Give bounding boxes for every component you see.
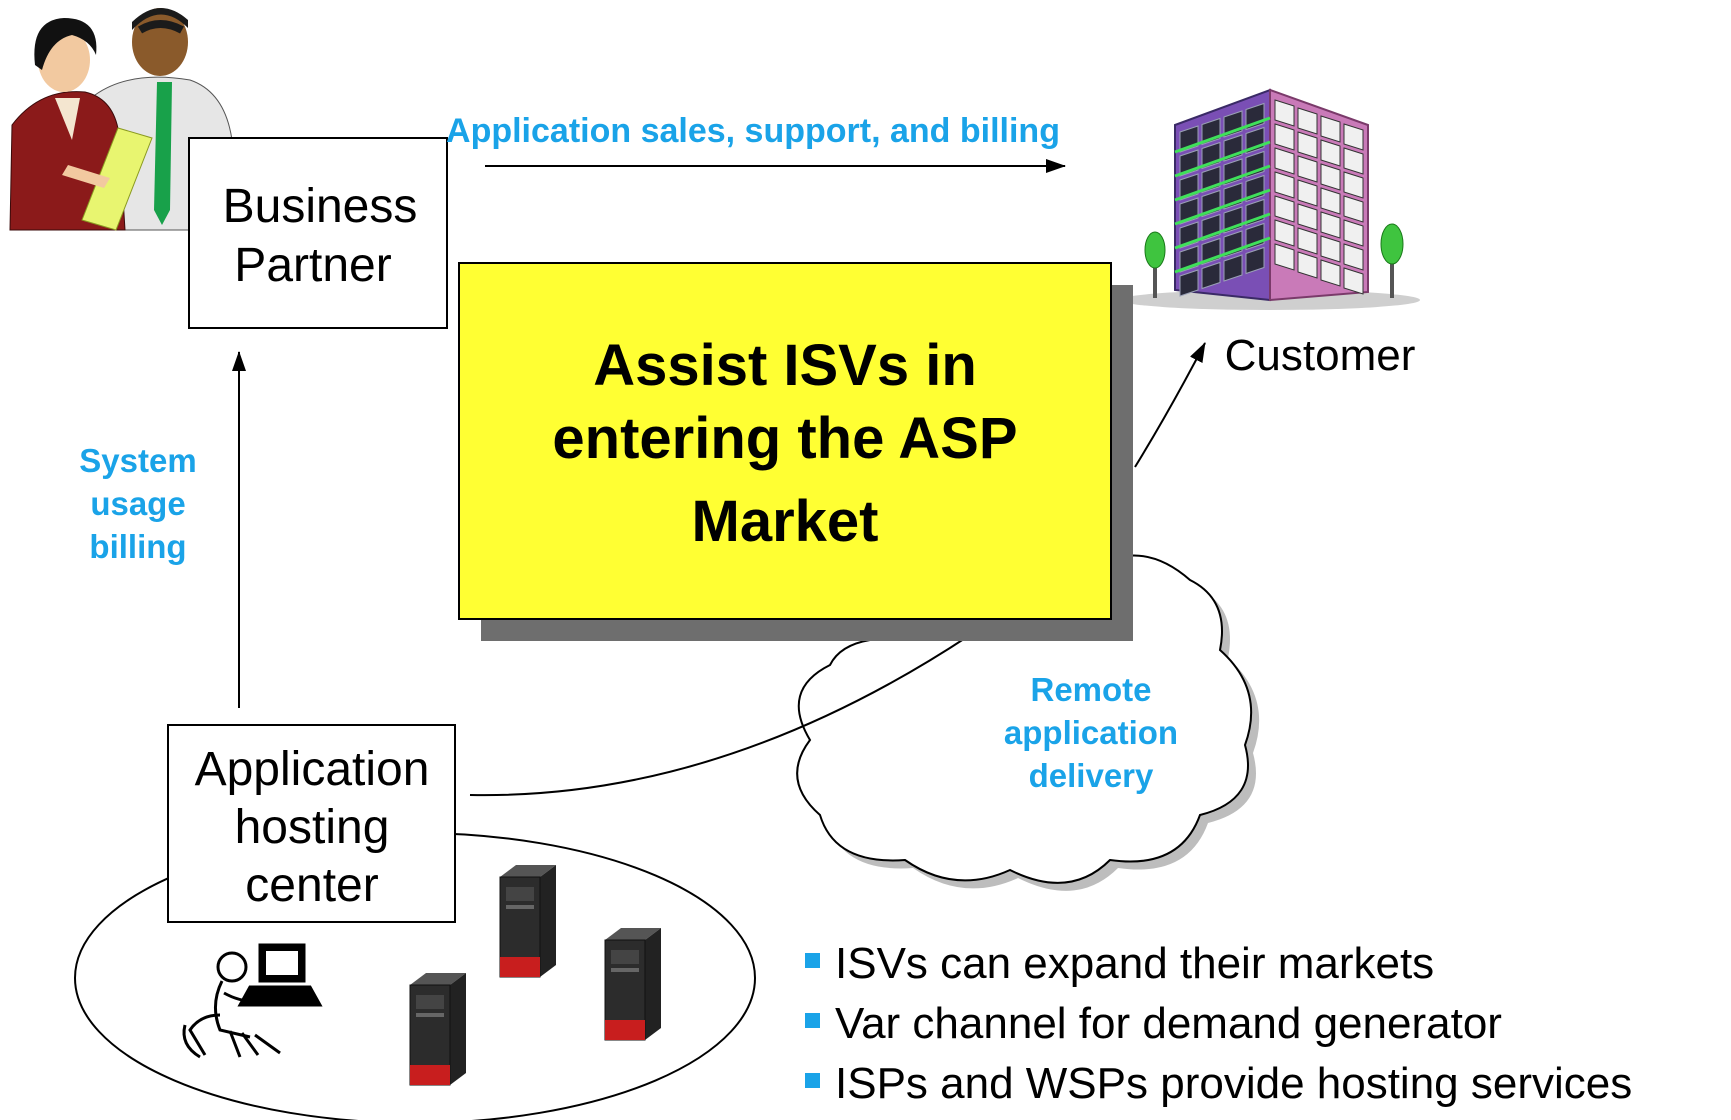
business-partner-line1: Business [223, 180, 418, 233]
building-window [1343, 219, 1364, 247]
building-window [1320, 211, 1341, 239]
main-message-box: Assist ISVs in entering the ASP Market [458, 262, 1133, 641]
customer-label: Customer [1225, 331, 1416, 380]
building-window [1179, 269, 1199, 297]
user-at-computer-icon [182, 943, 323, 1059]
building-floor-band [1174, 140, 1271, 178]
sales-label: Application sales, support, and billing [446, 112, 1060, 150]
building-window [1297, 155, 1318, 183]
main-title-line3: Market [692, 489, 879, 554]
building-window [1297, 251, 1318, 279]
hosting-center-box: Application hosting center [167, 724, 456, 923]
tree-icon [1380, 223, 1404, 298]
building-window [1343, 123, 1364, 151]
building-window [1245, 246, 1265, 275]
hosting-center-line1: Application [195, 743, 430, 796]
customer-arrow [1134, 342, 1206, 468]
office-building-icon [1120, 88, 1420, 310]
bullet-marker [805, 1013, 820, 1028]
usage-billing-line1: System [79, 442, 196, 479]
building-window [1274, 123, 1295, 151]
bullet-item-2: Var channel for demand generator [835, 999, 1502, 1048]
server-icon [604, 928, 661, 1041]
building-window [1320, 163, 1341, 191]
hosting-center-line3: center [245, 859, 378, 912]
building-window [1343, 195, 1364, 223]
building-window [1297, 227, 1318, 255]
building-window [1320, 115, 1341, 143]
building-window [1297, 131, 1318, 159]
business-partner-box: Business Partner [188, 137, 448, 329]
building-window [1223, 254, 1243, 282]
building-floor-band [1174, 164, 1271, 202]
building-window [1343, 147, 1364, 175]
bullet-item-1: ISVs can expand their markets [835, 939, 1434, 988]
business-partner-line2: Partner [234, 239, 391, 292]
building-window [1274, 99, 1295, 127]
building-window [1297, 203, 1318, 231]
cloud-label-line3: delivery [1029, 757, 1154, 794]
cloud-label-line1: Remote [1030, 671, 1151, 708]
building-window [1297, 107, 1318, 135]
server-icon [409, 973, 466, 1086]
usage-billing-line3: billing [89, 528, 186, 565]
bullet-marker [805, 1073, 820, 1088]
building-window [1274, 219, 1295, 247]
building-window [1343, 267, 1364, 295]
main-title-line1: Assist ISVs in [593, 333, 977, 398]
building-window [1201, 261, 1221, 290]
building-floor-band [1174, 188, 1271, 226]
building-floor-band [1174, 116, 1271, 154]
building-window [1320, 259, 1341, 287]
usage-billing-line2: usage [90, 485, 185, 522]
tree-icon [1144, 231, 1166, 298]
building-window [1274, 243, 1295, 271]
cloud-label-line2: application [1004, 714, 1178, 751]
building-window [1343, 243, 1364, 271]
building-window [1320, 235, 1341, 263]
building-window [1343, 171, 1364, 199]
bullet-item-3: ISPs and WSPs provide hosting services [835, 1059, 1632, 1108]
hosting-center-line2: hosting [235, 801, 390, 854]
server-icon [499, 865, 556, 978]
building-window [1320, 187, 1341, 215]
building-window [1274, 171, 1295, 199]
building-window [1297, 179, 1318, 207]
building-floor-band [1174, 212, 1271, 250]
building-window [1274, 195, 1295, 223]
business-people-icon [9, 7, 236, 231]
remote-delivery-connector [469, 634, 971, 797]
building-window [1274, 147, 1295, 175]
building-floor-band [1174, 236, 1271, 274]
main-title-line2: entering the ASP [552, 406, 1017, 471]
bullet-marker [805, 953, 820, 968]
building-window [1320, 139, 1341, 167]
bullet-list: ISVs can expand their markets Var channe… [805, 939, 1632, 1108]
